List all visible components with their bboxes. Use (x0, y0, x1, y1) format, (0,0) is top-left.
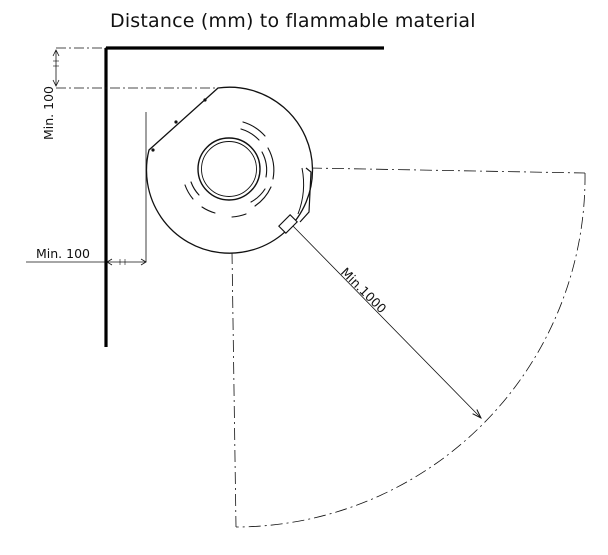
flue-outer-ring (197, 137, 261, 201)
door-handle (278, 214, 298, 234)
stove (145, 86, 314, 254)
front-clearance-label: Min.1000 (338, 265, 390, 317)
flue-inner-ring (201, 141, 257, 197)
front-clearance-sector (231, 167, 586, 528)
top-clearance-dimension (52, 47, 216, 89)
side-clearance-dimension (26, 112, 147, 266)
stove-body (145, 86, 314, 254)
front-clearance-dimension (290, 223, 481, 418)
diagram-title: Distance (mm) to flammable material (110, 10, 476, 32)
vent-slots (184, 121, 275, 218)
top-clearance-label: Min. 100 (41, 86, 56, 140)
walls (104, 46, 384, 347)
side-clearance-label: Min. 100 (36, 246, 90, 261)
